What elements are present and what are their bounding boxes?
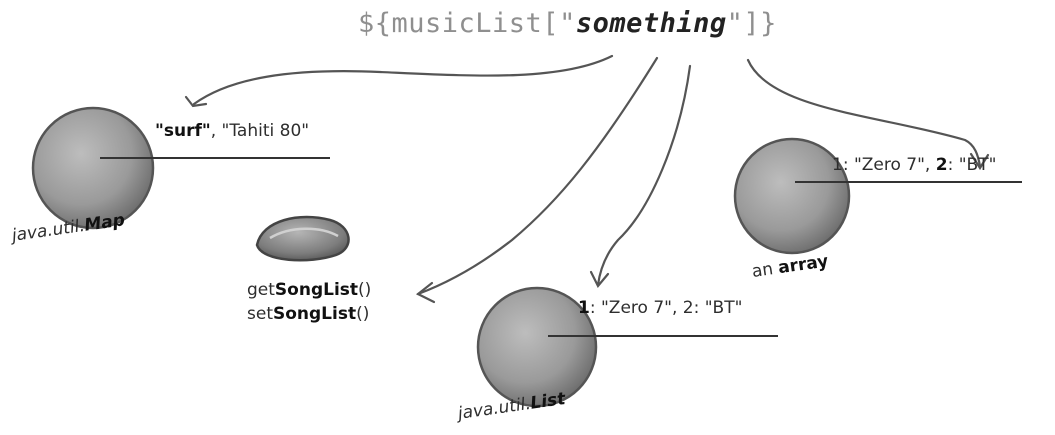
array-label-prefix: an — [750, 258, 780, 282]
list-entry-text: 1: "Zero 7", 2: "BT" — [578, 298, 742, 318]
list-object-ball — [476, 286, 598, 408]
el-expression: ${musicList["something"]} — [358, 8, 777, 39]
setter-suffix: () — [356, 304, 370, 324]
array-object-ball — [733, 137, 851, 255]
list-entry-index: 1 — [578, 298, 590, 318]
bean-object — [255, 215, 350, 262]
getter-suffix: () — [358, 280, 372, 300]
list-entry-value: : "Zero 7", 2: "BT" — [589, 298, 743, 318]
setter-method: setSongList() — [247, 304, 369, 324]
map-entry-value: , "Tahiti 80" — [210, 121, 310, 141]
getter-prefix: get — [247, 280, 275, 300]
arrow-to-bean — [416, 56, 659, 296]
getter-strong: SongList — [274, 280, 359, 300]
setter-strong: SongList — [272, 304, 357, 324]
arrowhead-array — [969, 152, 990, 171]
arrow-to-map — [192, 54, 614, 106]
arrowhead-map — [184, 95, 208, 108]
array-entry-start: 1: "Zero 7", — [832, 155, 936, 175]
arrow-to-list — [596, 64, 692, 287]
array-entry-index: 2 — [935, 155, 948, 175]
el-expression-suffix: "]} — [726, 8, 777, 39]
setter-prefix: set — [247, 304, 273, 324]
map-entry-key: "surf" — [155, 121, 211, 141]
el-expression-key: something — [575, 8, 727, 39]
arrowhead-list — [589, 270, 610, 288]
array-entry-text: 1: "Zero 7", 2: "BT" — [832, 155, 996, 175]
el-expression-prefix: ${musicList[" — [358, 8, 576, 39]
map-object-ball — [31, 106, 155, 230]
arrowhead-bean — [415, 281, 436, 304]
map-entry-text: "surf", "Tahiti 80" — [155, 121, 309, 141]
getter-method: getSongList() — [247, 280, 371, 300]
arrow-to-array — [746, 58, 982, 168]
array-entry-end: : "BT" — [947, 155, 997, 175]
